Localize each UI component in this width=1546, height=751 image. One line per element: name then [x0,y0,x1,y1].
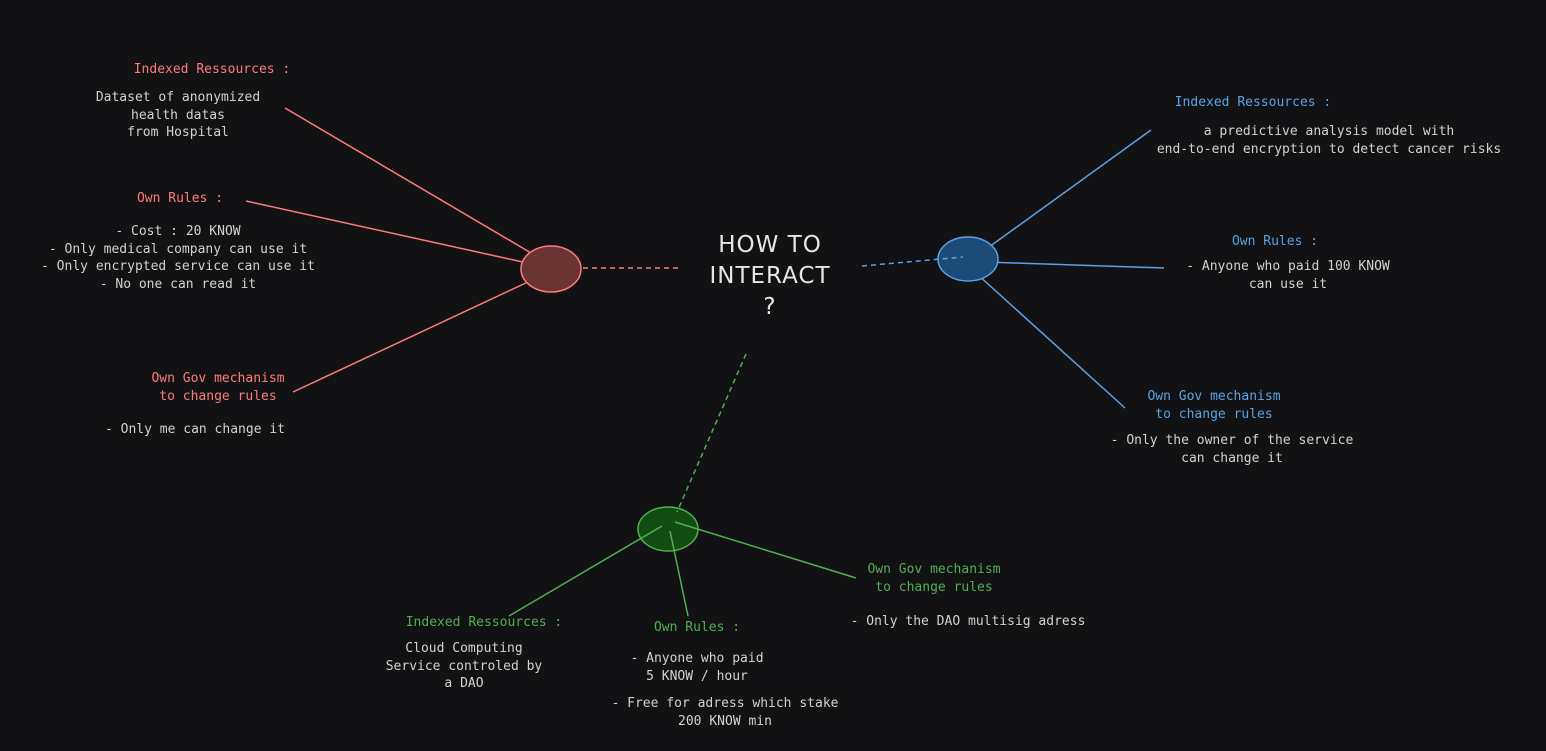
red-indexed-body: Dataset of anonymized health datas from … [95,90,261,140]
blue-link-gov [976,273,1126,409]
green-connectors [508,353,857,617]
green-rules-body-anyone: - Anyone who paid 5 KNOW / hour [630,651,764,684]
red-indexed-title: Indexed Ressources : [133,62,291,77]
green-link-rules [669,530,689,617]
blue-gov-title: Own Gov mechanism to change rules [1147,389,1281,422]
green-indexed-body: Cloud Computing Service controled by a D… [385,641,543,691]
red-link-rules [245,200,551,269]
red-gov-body: - Only me can change it [104,422,285,437]
green-gov-title: Own Gov mechanism to change rules [867,562,1001,595]
red-gov-title: Own Gov mechanism to change rules [151,371,285,404]
green-rules-body-free: - Free for adress which stake 200 KNOW m… [611,696,839,729]
red-rules-title: Own Rules : [136,191,224,206]
green-link-gov [674,521,857,579]
blue-indexed-body: a predictive analysis model with end-to-… [1156,124,1502,157]
blue-link-rules [984,261,1165,269]
red-link-indexed [284,107,549,264]
green-link-indexed [508,525,663,617]
blue-link-center [861,256,964,267]
center-title: HOW TO INTERACT ? [709,232,831,320]
blue-indexed-title: Indexed Ressources : [1174,95,1332,110]
blue-connectors [976,129,1165,409]
blue-gov-body: - Only the owner of the service can chan… [1110,433,1354,466]
red-link-gov [292,273,546,393]
green-node [637,506,699,552]
green-rules-title: Own Rules : [653,620,741,635]
green-indexed-title: Indexed Ressources : [405,615,563,630]
red-node [520,245,582,293]
blue-rules-title: Own Rules : [1231,234,1319,249]
blue-link-indexed [977,129,1152,256]
green-gov-body: - Only the DAO multisig adress [850,614,1086,629]
red-rules-body: - Cost : 20 KNOW - Only medical company … [41,224,315,292]
blue-rules-body: - Anyone who paid 100 KNOW can use it [1186,259,1390,292]
green-link-center [676,353,747,513]
